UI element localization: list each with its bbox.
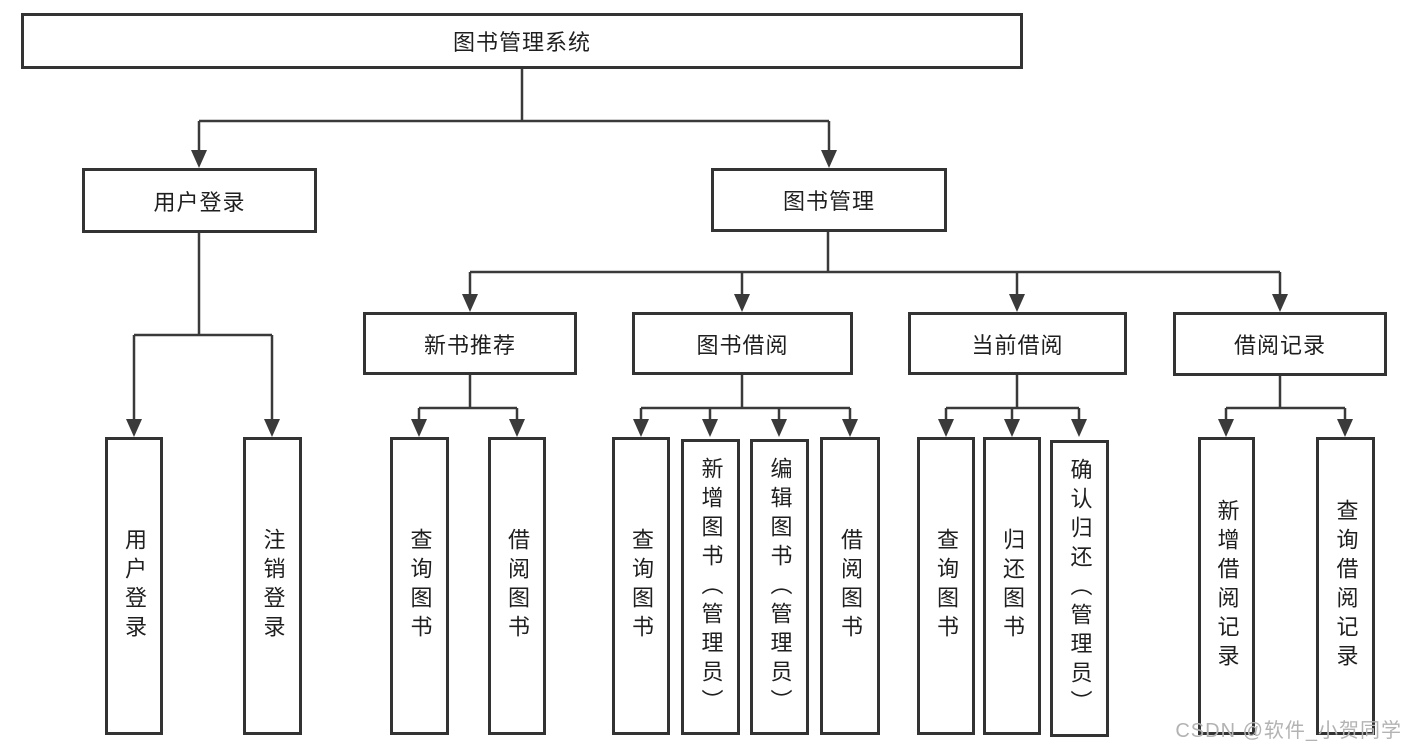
node-rec-query-label: 查询图书: [407, 528, 433, 644]
node-borrow-do-label: 借阅图书: [838, 528, 863, 644]
node-cur-query-label: 查询图书: [934, 528, 959, 644]
node-borrow-label: 图书借阅: [696, 332, 789, 358]
node-new-rec-label: 新书推荐: [423, 332, 516, 358]
node-user-login: 用户登录: [82, 168, 317, 233]
node-history: 借阅记录: [1173, 312, 1387, 376]
node-cur-confirm-label: 确认归还（管理员）: [1067, 458, 1093, 719]
node-book-mgmt: 图书管理: [711, 168, 947, 232]
node-logout-label: 注销登录: [260, 528, 286, 644]
node-login-do: 用户登录: [105, 437, 163, 735]
node-cur-query: 查询图书: [917, 437, 975, 735]
node-borrow-add-label: 新增图书（管理员）: [698, 456, 724, 718]
node-root-label: 图书管理系统: [452, 30, 591, 55]
node-borrow: 图书借阅: [632, 312, 853, 375]
node-logout: 注销登录: [243, 437, 302, 735]
node-cur-confirm: 确认归还（管理员）: [1050, 440, 1109, 737]
csdn-watermark: CSDN @软件_小贺同学: [1175, 720, 1402, 742]
node-hist-query-label: 查询借阅记录: [1333, 499, 1359, 673]
node-book-mgmt-label: 图书管理: [782, 189, 875, 214]
node-borrow-query: 查询图书: [612, 437, 670, 735]
node-hist-add-label: 新增借阅记录: [1214, 499, 1240, 673]
node-borrow-add: 新增图书（管理员）: [681, 439, 740, 735]
node-cur-return-label: 归还图书: [1000, 528, 1025, 644]
node-rec-borrow: 借阅图书: [488, 437, 546, 735]
node-cur-return: 归还图书: [983, 437, 1041, 735]
node-current-label: 当前借阅: [971, 332, 1064, 358]
node-rec-borrow-label: 借阅图书: [505, 528, 530, 644]
node-borrow-query-label: 查询图书: [629, 528, 654, 644]
node-hist-query: 查询借阅记录: [1316, 437, 1375, 735]
node-root: 图书管理系统: [21, 13, 1023, 69]
node-borrow-edit-label: 编辑图书（管理员）: [767, 456, 793, 718]
node-current: 当前借阅: [908, 312, 1127, 375]
node-borrow-edit: 编辑图书（管理员）: [750, 439, 809, 735]
node-hist-add: 新增借阅记录: [1198, 437, 1255, 735]
node-user-login-label: 用户登录: [153, 189, 246, 215]
node-history-label: 借阅记录: [1233, 333, 1326, 358]
node-login-do-label: 用户登录: [122, 528, 147, 644]
node-rec-query: 查询图书: [390, 437, 449, 735]
node-new-rec: 新书推荐: [363, 312, 577, 375]
node-borrow-do: 借阅图书: [820, 437, 880, 735]
